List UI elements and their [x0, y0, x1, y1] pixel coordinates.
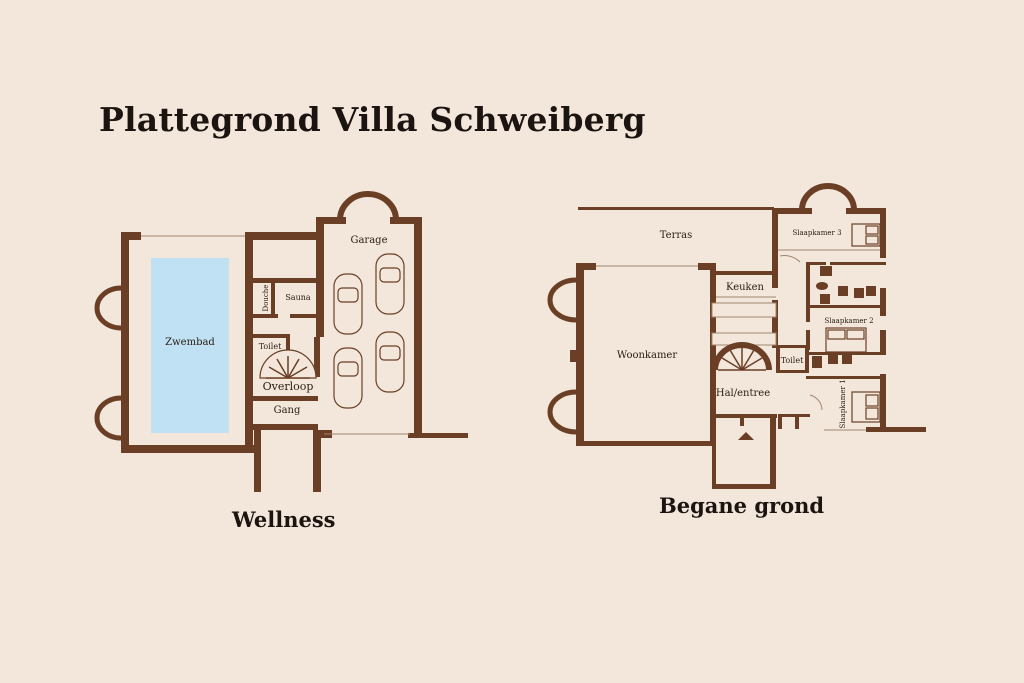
room-keuken: Keuken: [726, 282, 765, 293]
garage-cars: [333, 253, 405, 409]
room-toilet-wellness: Toilet: [259, 342, 282, 351]
beds: [825, 223, 881, 423]
room-hal-entree: Hal/entree: [716, 388, 770, 399]
bathroom-fixtures: [812, 266, 876, 368]
room-slaapkamer3: Slaapkamer 3: [792, 229, 841, 237]
wellness-plan: Garage Zwembad Douche Sauna Toilet Overl…: [94, 191, 468, 492]
room-douche: Douche: [262, 285, 270, 312]
begane-grond-plan-label: Begane grond: [659, 493, 825, 518]
page-title: Plattegrond Villa Schweiberg: [99, 100, 646, 139]
room-garage: Garage: [350, 235, 387, 246]
wellness-plan-label: Wellness: [232, 507, 336, 532]
room-overloop: Overloop: [263, 380, 314, 393]
room-sauna: Sauna: [285, 293, 311, 302]
room-toilet-begane: Toilet: [781, 356, 804, 365]
room-terras: Terras: [660, 230, 692, 241]
room-slaapkamer2: Slaapkamer 2: [824, 317, 873, 325]
room-slaapkamer1: Slaapkamer 1: [839, 379, 847, 428]
pool-water: [151, 258, 229, 433]
room-gang: Gang: [274, 405, 301, 416]
begane-grond-plan: Terras Slaapkamer 3 Keuken Slaapkamer 2 …: [547, 183, 926, 489]
room-zwembad: Zwembad: [165, 337, 215, 348]
room-woonkamer: Woonkamer: [617, 350, 678, 361]
